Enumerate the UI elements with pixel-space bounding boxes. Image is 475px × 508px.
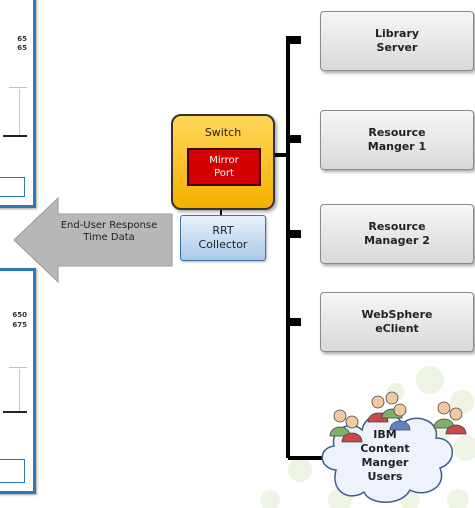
monitor-panel-bottom: 650 675	[0, 268, 36, 494]
monitor-panel-top: 65 65	[0, 0, 36, 208]
arrow-label: End-User Response Time Data	[60, 220, 158, 243]
server-websphere-eclient: WebSphere eClient	[320, 292, 474, 352]
server-resource-manager-1: Resource Manger 1	[320, 110, 474, 170]
switch-box: Switch Mirror Port	[171, 114, 275, 210]
panel-bottom-chart-axis	[3, 411, 27, 413]
panel-top-chart-axis	[3, 135, 27, 137]
user-figures	[329, 391, 467, 443]
switch-label: Switch	[204, 126, 242, 139]
panel-bottom-value-2: 675	[12, 321, 27, 329]
rrt-collector: RRT Collector	[180, 215, 266, 261]
panel-top-chart-line	[9, 87, 27, 88]
panel-top-chart-line	[19, 89, 20, 135]
server-library: Library Server	[320, 11, 474, 71]
panel-top-inner-box	[0, 177, 25, 197]
users-cloud-label: IBM Content Manger Users	[360, 428, 410, 483]
panel-top-value-2: 65	[17, 44, 27, 52]
server-resource-manager-2: Resource Manager 2	[320, 204, 474, 264]
panel-top-value-1: 65	[17, 35, 27, 43]
panel-bottom-chart-line	[19, 369, 20, 411]
panel-bottom-chart-line	[9, 367, 27, 368]
panel-bottom-inner-box	[0, 459, 25, 483]
panel-bottom-value-1: 650	[12, 311, 27, 319]
mirror-port: Mirror Port	[187, 148, 261, 186]
